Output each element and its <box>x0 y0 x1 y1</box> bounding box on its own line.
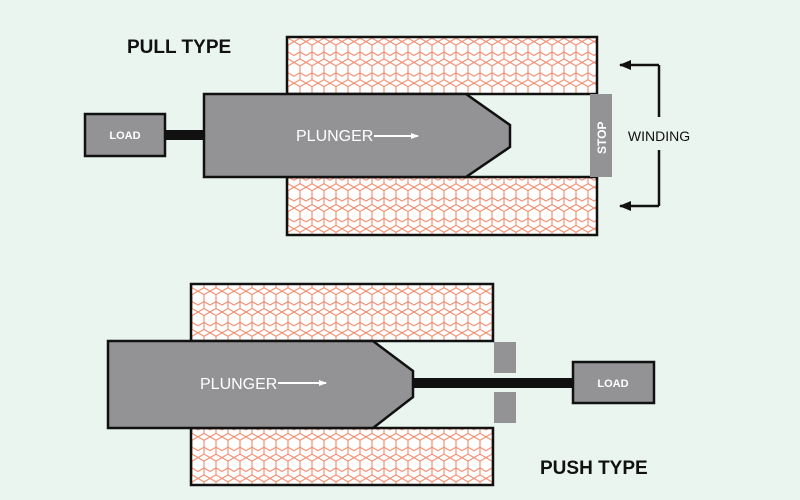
push-plunger-label: PLUNGER <box>200 376 277 393</box>
push-stop-bottom <box>494 392 516 423</box>
pull-type-group: PULL TYPE STOP LOAD PLUNGER WINDING <box>83 35 690 237</box>
push-plunger <box>106 339 415 430</box>
pull-coil-bottom <box>285 175 599 237</box>
push-coil-top <box>189 282 495 343</box>
push-stop-top <box>494 342 516 373</box>
winding-indicator: WINDING <box>619 60 690 211</box>
pull-stop-label: STOP <box>595 122 609 154</box>
push-rod <box>410 378 574 388</box>
push-type-group: LOAD PLUNGER PUSH TYPE <box>106 282 656 487</box>
push-load-label: LOAD <box>597 378 628 390</box>
pull-rod <box>165 130 205 140</box>
pull-plunger-label: PLUNGER <box>296 128 373 145</box>
pull-load-label: LOAD <box>109 130 140 142</box>
winding-label: WINDING <box>628 128 690 144</box>
push-coil-bottom <box>189 426 495 487</box>
pull-coil-top <box>285 35 599 96</box>
push-load-box <box>571 360 656 405</box>
pull-load-box <box>83 112 167 158</box>
push-type-title: PUSH TYPE <box>540 458 648 479</box>
pull-plunger <box>202 92 512 179</box>
pull-stop <box>590 94 612 177</box>
pull-type-title: PULL TYPE <box>127 37 231 58</box>
